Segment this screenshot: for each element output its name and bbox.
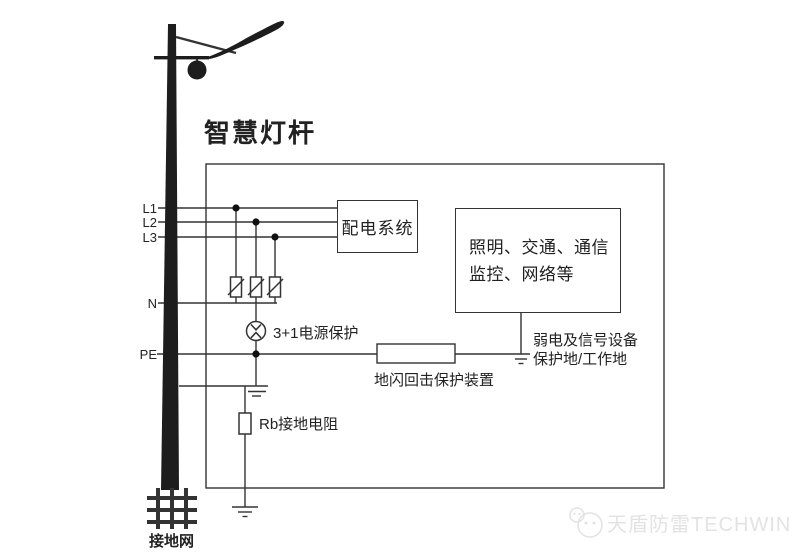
label-pe: PE (139, 347, 157, 362)
lamp-bulb (187, 60, 207, 80)
distribution-system-box: 配电系统 (337, 200, 418, 253)
weak-signal-ground-label: 弱电及信号设备 保护地/工作地 (533, 331, 638, 369)
techwin-logo-icon (569, 507, 603, 538)
watermark: 天盾防雷TECHWIN (563, 505, 791, 539)
loads-label-line1: 照明、交通、通信 (469, 238, 609, 257)
label-n: N (147, 296, 157, 311)
rb-resistor-label: Rb接地电阻 (259, 416, 339, 433)
gas-discharge-tube-symbol (245, 320, 267, 342)
label-l3: L3 (142, 230, 157, 245)
light-pole (154, 24, 209, 490)
ground-grid-symbol (147, 488, 197, 529)
pe-earth-symbol (179, 385, 268, 397)
label-l1: L1 (142, 201, 157, 216)
power-protection-label: 3+1电源保护 (273, 325, 359, 342)
lamp-head (205, 20, 285, 59)
ground-grid-label: 接地网 (149, 533, 195, 550)
rb-resistor-branch (232, 386, 258, 518)
weak-signal-line1: 弱电及信号设备 (533, 332, 639, 349)
system-enclosure-box (205, 163, 665, 489)
distribution-system-label: 配电系统 (341, 219, 414, 238)
spd-branch-wires (235, 208, 276, 386)
luminaire-arm (175, 20, 285, 80)
weak-signal-line2: 保护地/工作地 (533, 351, 628, 368)
spd-varistor-symbols (227, 276, 284, 298)
loads-box: 照明、交通、通信 监控、网络等 (455, 208, 621, 313)
watermark-text: 天盾防雷TECHWIN (607, 513, 792, 536)
ground-flash-device-label: 地闪回击保护装置 (374, 372, 495, 389)
ground-flash-device-box (376, 343, 456, 364)
label-l2: L2 (142, 215, 157, 230)
junction-dots (232, 204, 279, 358)
signal-earth-symbol (515, 313, 527, 365)
loads-label-line2: 监控、网络等 (469, 265, 574, 284)
page-title: 智慧灯杆 (204, 118, 317, 148)
